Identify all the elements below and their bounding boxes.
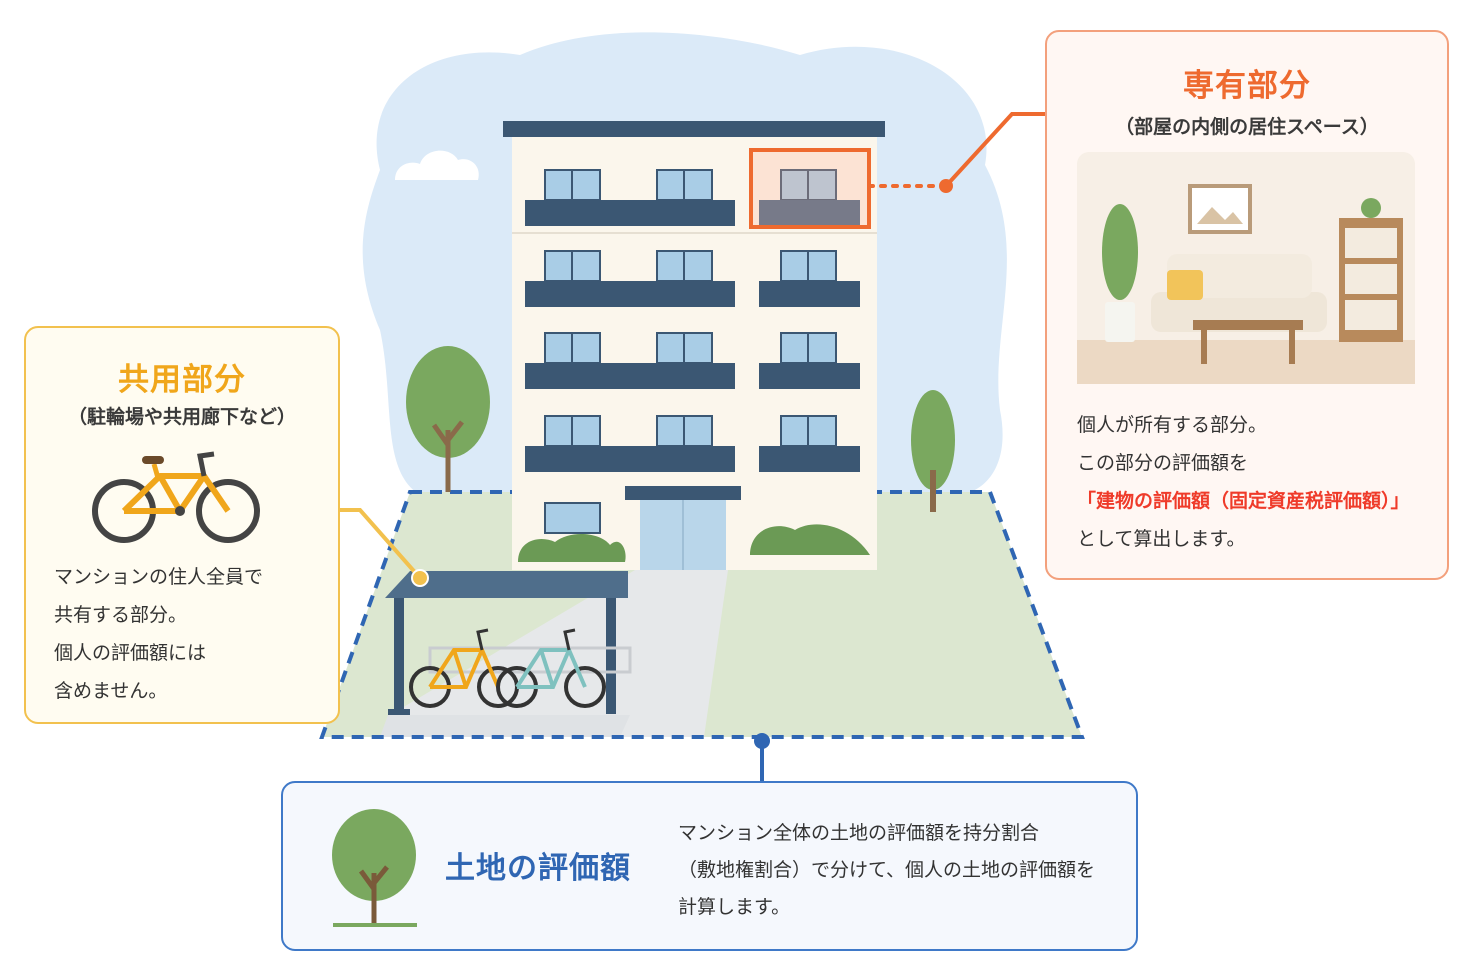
balcony — [525, 446, 735, 472]
balcony — [759, 446, 860, 472]
tree-right — [911, 390, 955, 512]
land-value-description: マンション全体の土地の評価額を持分割合 （敷地権割合）で分けて、個人の土地の評価… — [678, 815, 1095, 926]
land-value-line: マンション全体の土地の評価額を持分割合 — [678, 822, 1040, 844]
bicycle — [496, 628, 606, 708]
walkway — [380, 570, 728, 737]
land-connector — [754, 733, 770, 781]
apartment-building — [503, 121, 885, 570]
building-valuation-highlight: 「建物の評価額（固定資産税評価額）」 — [1077, 490, 1410, 512]
window — [544, 502, 601, 534]
private-unit-highlight — [749, 148, 871, 229]
balcony — [525, 200, 735, 226]
private-area-subtitle: （部屋の内側の居住スペース） — [1115, 116, 1379, 138]
private-area-line: この部分の評価額を — [1077, 452, 1249, 474]
tree-icon — [332, 809, 417, 927]
living-room-illustration — [1077, 152, 1415, 384]
private-area-title: 専有部分 — [1183, 68, 1311, 104]
land-value-line: （敷地権割合）で分けて、個人の土地の評価額を — [678, 859, 1096, 881]
balcony — [525, 363, 735, 389]
common-area-title: 共用部分 — [118, 362, 246, 398]
private-area-description: 個人が所有する部分。 この部分の評価額を 「建物の評価額（固定資産税評価額）」 … — [1077, 406, 1410, 558]
land-value-title: 土地の評価額 — [445, 851, 631, 886]
tree-left — [406, 346, 490, 492]
land-value-line: 計算します。 — [678, 896, 791, 918]
common-area-subtitle: （駐輪場や共用廊下など） — [67, 406, 296, 428]
common-area-line: 個人の評価額には — [54, 642, 207, 664]
common-area-line: マンションの住人全員で — [54, 566, 264, 588]
private-connector — [867, 112, 1058, 193]
common-area-line: 含めません。 — [54, 680, 168, 702]
bicycle — [409, 628, 519, 708]
balcony — [759, 363, 860, 389]
bicycle-shelter — [385, 571, 632, 715]
common-area-line: 共有する部分。 — [54, 604, 188, 626]
common-area-description: マンションの住人全員で 共有する部分。 個人の評価額には 含めません。 — [54, 558, 263, 710]
bicycle-icon — [92, 451, 260, 543]
private-area-card: 専有部分 （部屋の内側の居住スペース） 個人が所有する部分。 この部分の評価額を… — [1045, 30, 1449, 580]
common-area-card: 共用部分 （駐輪場や共用廊下など） マンションの住人全員で 共有する部分。 個人… — [24, 326, 340, 724]
land-value-card: 土地の評価額 マンション全体の土地の評価額を持分割合 （敷地権割合）で分けて、個… — [281, 781, 1138, 951]
cloud-icon — [395, 150, 479, 180]
private-area-line: として算出します。 — [1077, 528, 1246, 550]
balcony — [759, 281, 860, 307]
balcony — [759, 200, 860, 226]
balcony — [525, 281, 735, 307]
private-area-line: 個人が所有する部分。 — [1077, 414, 1268, 436]
